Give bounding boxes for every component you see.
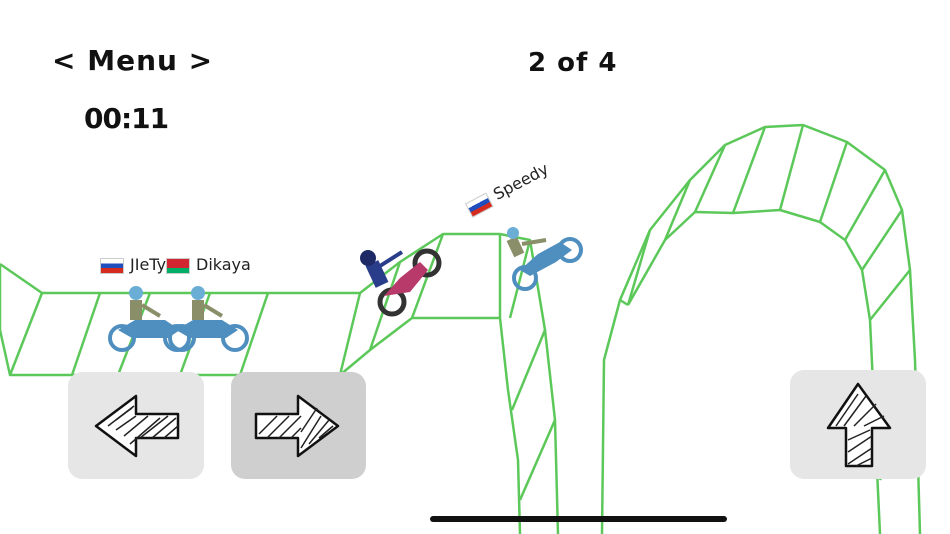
player-name: JIeTyY — [130, 255, 176, 274]
race-timer: 00:11 — [84, 102, 169, 135]
lap-counter: 2 of 4 — [528, 48, 618, 78]
player-name: Dikaya — [196, 255, 251, 274]
opponent-bike-speedy — [506, 227, 583, 291]
player-tag-jietyy: JIeTyY — [100, 255, 176, 274]
menu-button[interactable]: < Menu > — [52, 44, 214, 77]
steer-left-button[interactable] — [68, 372, 204, 479]
steer-right-button[interactable] — [231, 372, 366, 479]
russia-flag-icon — [100, 257, 124, 274]
arrow-up-icon — [826, 382, 892, 468]
opponent-bike-jietyy — [108, 286, 191, 352]
accelerate-button[interactable] — [790, 370, 926, 479]
arrow-right-icon — [254, 394, 340, 458]
opponent-bike-dikaya — [168, 286, 249, 352]
arrow-left-icon — [94, 394, 180, 458]
belarus-flag-icon — [166, 257, 190, 274]
player-tag-dikaya: Dikaya — [166, 255, 251, 274]
player-bike — [360, 248, 442, 317]
home-indicator[interactable] — [430, 516, 727, 522]
